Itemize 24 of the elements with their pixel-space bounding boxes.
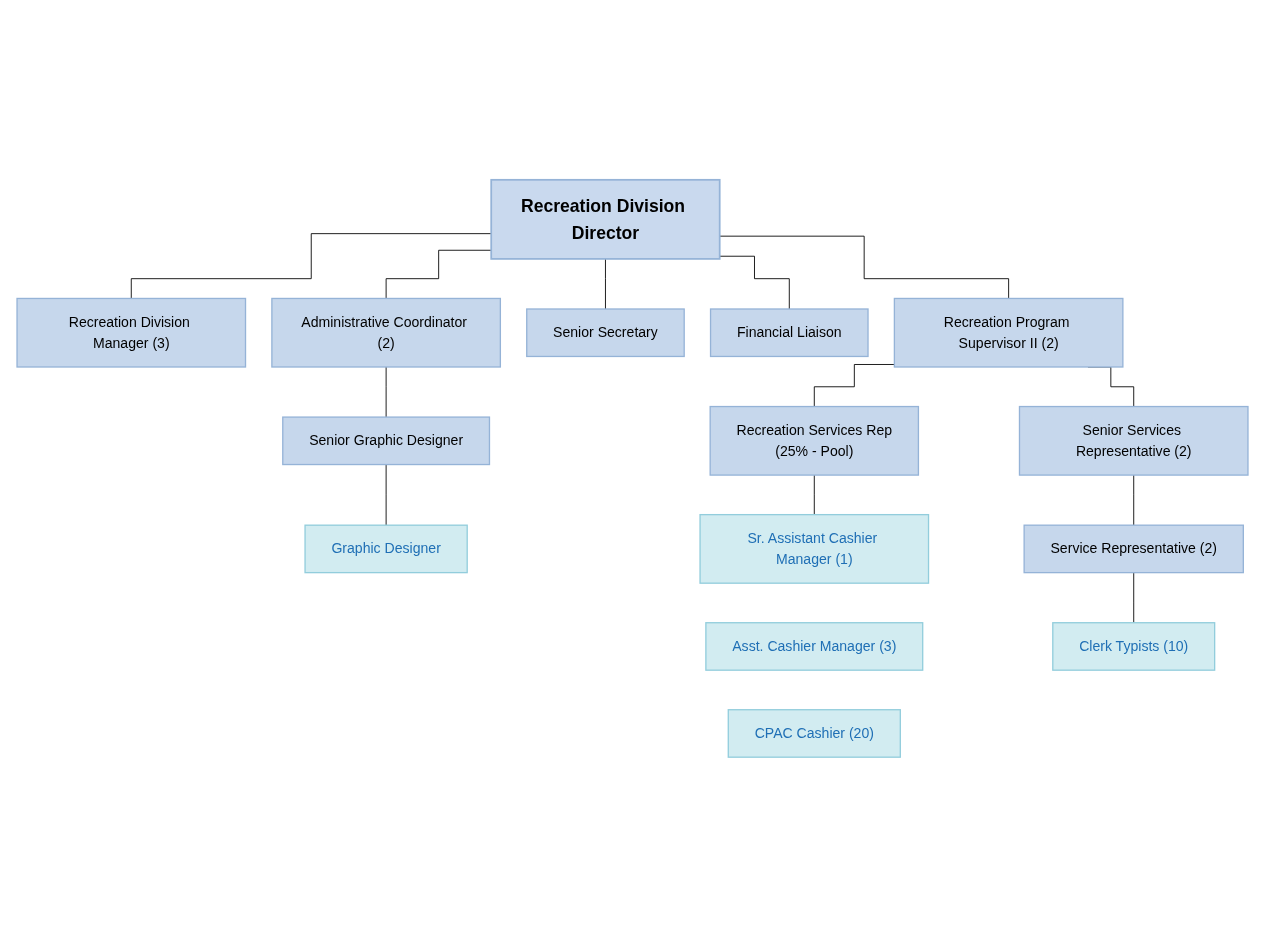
node-box: Graphic Designer (304, 524, 468, 574)
node-box: Recreation Division Manager (3) (16, 297, 247, 368)
connector (1133, 572, 1135, 624)
node-box: Recreation Division Director (490, 178, 721, 260)
node-box: Asst. Cashier Manager (3) (705, 622, 924, 671)
connector (719, 235, 1010, 299)
connector (130, 233, 492, 299)
node-box: Service Representative (2) (1023, 524, 1244, 574)
connector (385, 249, 492, 299)
node-box: Recreation Services Rep (25% - Pool) (709, 405, 920, 476)
connector (813, 474, 815, 516)
connector (719, 255, 790, 310)
node-box: Clerk Typists (10) (1052, 622, 1216, 671)
node-box: Financial Liaison (709, 308, 869, 358)
connector (1133, 474, 1135, 526)
node-box: Senior Services Representative (2) (1018, 405, 1249, 476)
node-box: Senior Secretary (526, 308, 685, 358)
connector (605, 258, 606, 310)
connector (813, 364, 895, 407)
node-box: Sr. Assistant Cashier Manager (1) (699, 514, 930, 584)
node-box: Recreation Program Supervisor II (2) (893, 297, 1124, 368)
node-box: CPAC Cashier (20) (727, 709, 901, 758)
node-box: Senior Graphic Designer (282, 416, 491, 466)
node-box: Administrative Coordinator (2) (271, 297, 502, 368)
